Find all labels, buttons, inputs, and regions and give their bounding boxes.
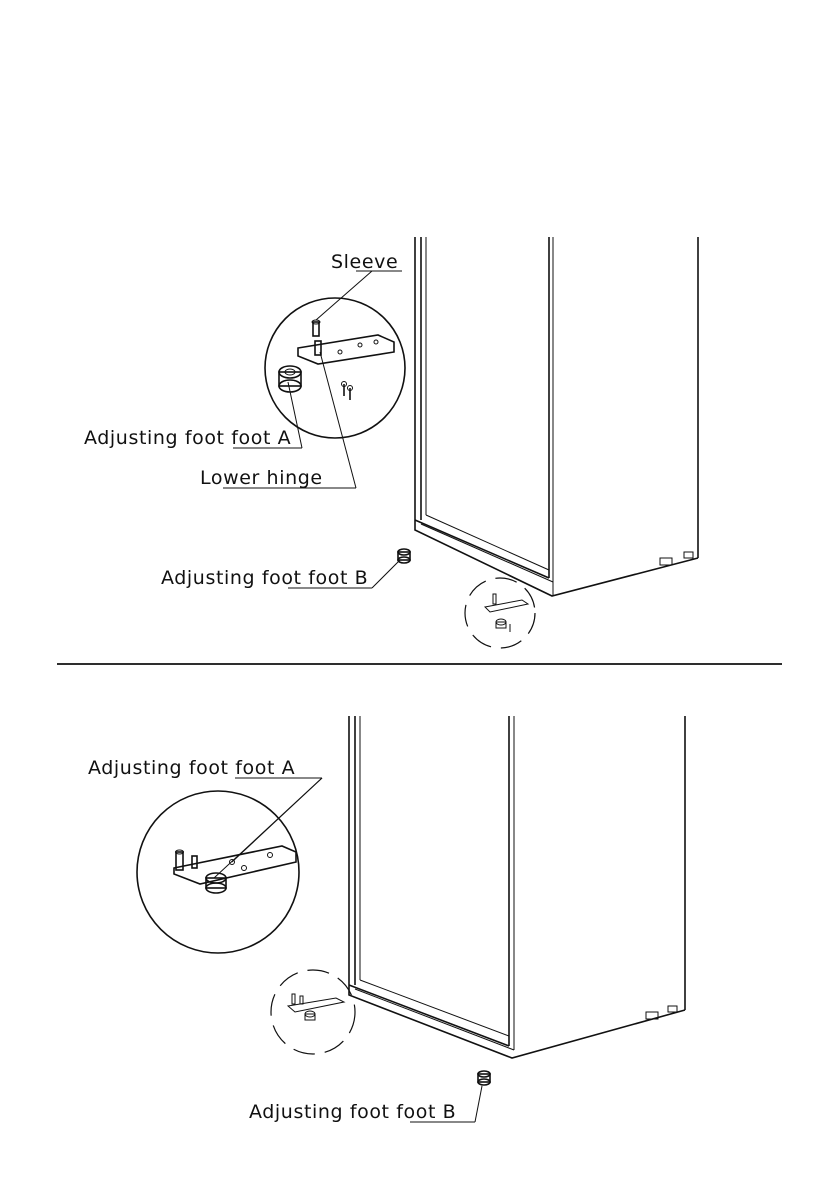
bottom-panel: Adjusting foot foot A Adjusting foot foo…: [88, 716, 685, 1123]
bottom-detail-circle: [137, 791, 299, 953]
top-cabinet: [415, 237, 698, 596]
label-adjusting-foot-b: Adjusting foot foot B: [161, 567, 368, 589]
bottom-foot-b-part: [478, 1071, 490, 1085]
top-panel: Sleeve Adjusting foot foot A Lower hinge…: [84, 237, 698, 648]
bottom-leaders: [214, 778, 482, 1122]
top-detail-circle: [265, 298, 405, 438]
label-lower-hinge: Lower hinge: [200, 467, 323, 489]
bottom-cabinet: [349, 716, 685, 1058]
label-sleeve: Sleeve: [331, 251, 398, 273]
label-adjusting-foot-a: Adjusting foot foot A: [84, 427, 291, 449]
bottom-small-dashed-circle: [271, 970, 355, 1054]
top-small-dashed-circle: [465, 578, 535, 648]
label-bottom-adjusting-foot-b: Adjusting foot foot B: [249, 1101, 456, 1123]
label-bottom-adjusting-foot-a: Adjusting foot foot A: [88, 757, 295, 779]
